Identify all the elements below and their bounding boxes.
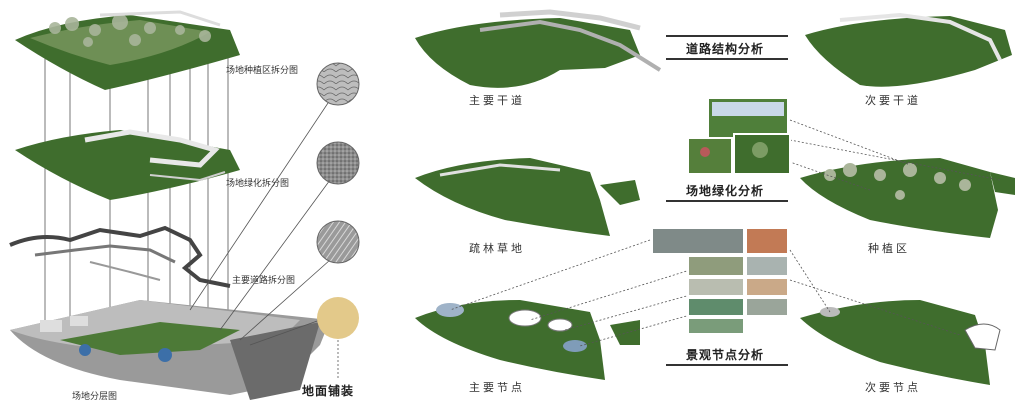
caption-sparse-lawn: 疏林草地 [469, 242, 525, 255]
node-title-bar [666, 364, 788, 366]
title-greening-analysis: 场地绿化分析 [686, 184, 765, 198]
swatch-stone [316, 62, 360, 106]
layer-base-site [10, 300, 330, 400]
swatch-paving [316, 220, 360, 264]
material-swatches [316, 62, 360, 339]
label-road-layer: 主要道路拆分图 [232, 276, 296, 286]
layer-planting-zone [15, 10, 240, 90]
greening-photos [687, 97, 791, 175]
label-planting-layer: 场地种植区拆分图 [226, 66, 299, 76]
caption-planting-zone: 种植区 [868, 242, 910, 255]
island-secondary-road [805, 12, 1012, 87]
swatch-sand [317, 297, 359, 339]
leader-lines [189, 99, 339, 378]
layer-greening [15, 129, 240, 200]
caption-secondary-node: 次要节点 [865, 381, 921, 394]
title-road-analysis: 道路结构分析 [686, 42, 765, 56]
layer-main-roads [9, 225, 231, 288]
caption-main-road: 主要干道 [469, 94, 525, 107]
title-node-analysis: 景观节点分析 [686, 348, 765, 362]
node-photos [651, 227, 789, 335]
island-main-node [415, 300, 640, 380]
greening-title-bar [666, 200, 788, 202]
label-site-layers: 场地分层图 [72, 392, 118, 402]
label-ground-paving: 地面铺装 [302, 384, 355, 398]
island-main-road [415, 9, 662, 88]
island-sparse-lawn [415, 158, 640, 236]
island-planting [800, 158, 1015, 238]
node-connectors [449, 239, 961, 347]
label-greening-layer: 场地绿化拆分图 [226, 179, 290, 189]
vertical-guide-lines [44, 40, 229, 370]
road-title-bar-bottom [666, 58, 788, 60]
swatch-gravel [316, 141, 360, 185]
caption-secondary-road: 次要干道 [865, 94, 921, 107]
caption-main-node: 主要节点 [469, 381, 525, 394]
road-title-bar-top [666, 35, 788, 37]
island-secondary-node [800, 300, 1001, 385]
